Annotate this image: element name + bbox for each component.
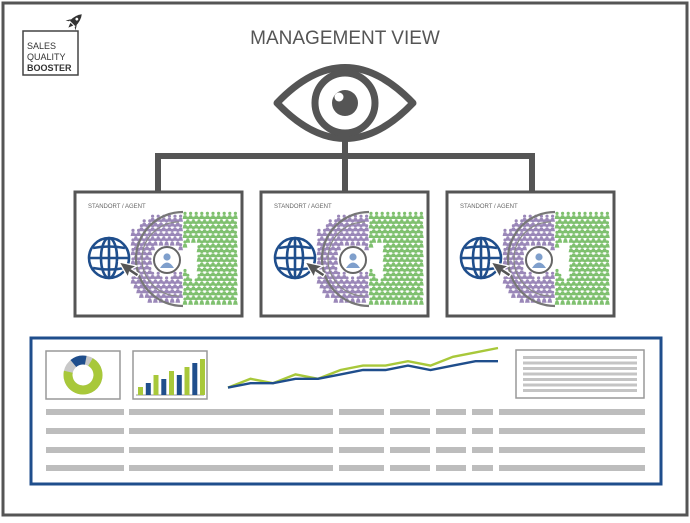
- table-row: [46, 465, 645, 471]
- table-cell: [472, 465, 493, 471]
- donut-chart: [63, 355, 103, 395]
- table-cell: [390, 409, 430, 415]
- table-cell: [339, 465, 384, 471]
- table-cell: [129, 465, 333, 471]
- table-cell: [339, 428, 384, 434]
- table-cell: [46, 428, 124, 434]
- mini-bar-chart: [136, 359, 205, 396]
- panel-label: STANDORT / AGENT: [88, 204, 146, 210]
- eye-icon: [273, 64, 417, 142]
- table-cell: [46, 409, 124, 415]
- person-icon: [339, 246, 367, 274]
- mini-bar: [153, 375, 159, 395]
- mini-bar: [169, 371, 174, 395]
- line-chart: [227, 346, 499, 389]
- table-row: [46, 447, 645, 453]
- table-cell: [436, 465, 466, 471]
- table-cell: [46, 465, 124, 471]
- logo-line-2: QUALITY: [27, 52, 66, 62]
- table-widget-row: [523, 367, 637, 370]
- location-panel: STANDORT / AGENT: [73, 190, 244, 318]
- table-cell: [436, 428, 466, 434]
- crescent-inner-outline: [141, 221, 180, 297]
- donut-slice-blue: [63, 355, 103, 395]
- location-panel: STANDORT / AGENT: [445, 190, 616, 318]
- crescent-outline: [320, 210, 370, 308]
- table-cell: [472, 447, 493, 453]
- table-widget-row: [523, 356, 637, 359]
- table-cell: [436, 409, 466, 415]
- person-icon: [153, 246, 181, 274]
- mini-bar: [161, 379, 167, 395]
- table-row: [46, 409, 645, 415]
- dashboard: [29, 336, 663, 486]
- table-cell: [499, 465, 645, 471]
- hierarchy-connectors: [155, 135, 535, 193]
- table-cell: [499, 428, 645, 434]
- logo-box: [22, 30, 79, 76]
- globe-icon: [87, 236, 131, 280]
- cursor-arrow-icon: [117, 261, 141, 280]
- page-title: MANAGEMENT VIEW: [250, 28, 440, 49]
- location-panel: STANDORT / AGENT: [259, 190, 430, 318]
- table-widget-row: [523, 361, 637, 365]
- table-cell: [436, 447, 466, 453]
- person-icon: [525, 246, 553, 274]
- table-widget-row: [523, 389, 637, 392]
- logo: SALES QUALITY BOOSTER: [22, 14, 82, 76]
- table-cell: [129, 409, 333, 415]
- panel-label: STANDORT / AGENT: [460, 204, 518, 210]
- table-cell: [499, 409, 645, 415]
- table-cell: [129, 428, 333, 434]
- cursor-arrow-icon: [303, 261, 327, 280]
- line-series-blue: [227, 360, 498, 389]
- mini-bar: [145, 383, 151, 395]
- table-widget-row: [523, 383, 637, 387]
- table-row: [46, 428, 645, 434]
- table-cell: [499, 447, 645, 453]
- logo-line-1: SALES: [27, 41, 56, 51]
- data-table: [46, 409, 645, 471]
- crescent-inner-outline: [327, 221, 366, 297]
- crescent-outline: [506, 210, 556, 308]
- table-widget-row: [523, 378, 637, 381]
- table-widget-rows: [523, 356, 637, 392]
- logo-line-3: BOOSTER: [27, 63, 72, 73]
- table-cell: [390, 428, 430, 434]
- donut-slice-green: [63, 355, 103, 395]
- table-cell: [390, 465, 430, 471]
- mini-bar: [184, 367, 190, 395]
- crescent-inner-outline: [513, 221, 552, 297]
- table-cell: [129, 447, 333, 453]
- mini-bar: [192, 363, 198, 395]
- table-cell: [472, 428, 493, 434]
- crescent-outline: [134, 210, 184, 308]
- table-cell: [390, 447, 430, 453]
- cursor-arrow-icon: [489, 261, 513, 280]
- panel-label: STANDORT / AGENT: [274, 204, 332, 210]
- mini-bar: [176, 375, 182, 395]
- globe-icon: [273, 236, 317, 280]
- table-cell: [339, 409, 384, 415]
- table-cell: [339, 447, 384, 453]
- globe-icon: [459, 236, 503, 280]
- table-cell: [472, 409, 493, 415]
- table-cell: [46, 447, 124, 453]
- mini-bar: [138, 387, 143, 395]
- table-widget-row: [523, 372, 637, 376]
- mini-bar: [200, 359, 205, 395]
